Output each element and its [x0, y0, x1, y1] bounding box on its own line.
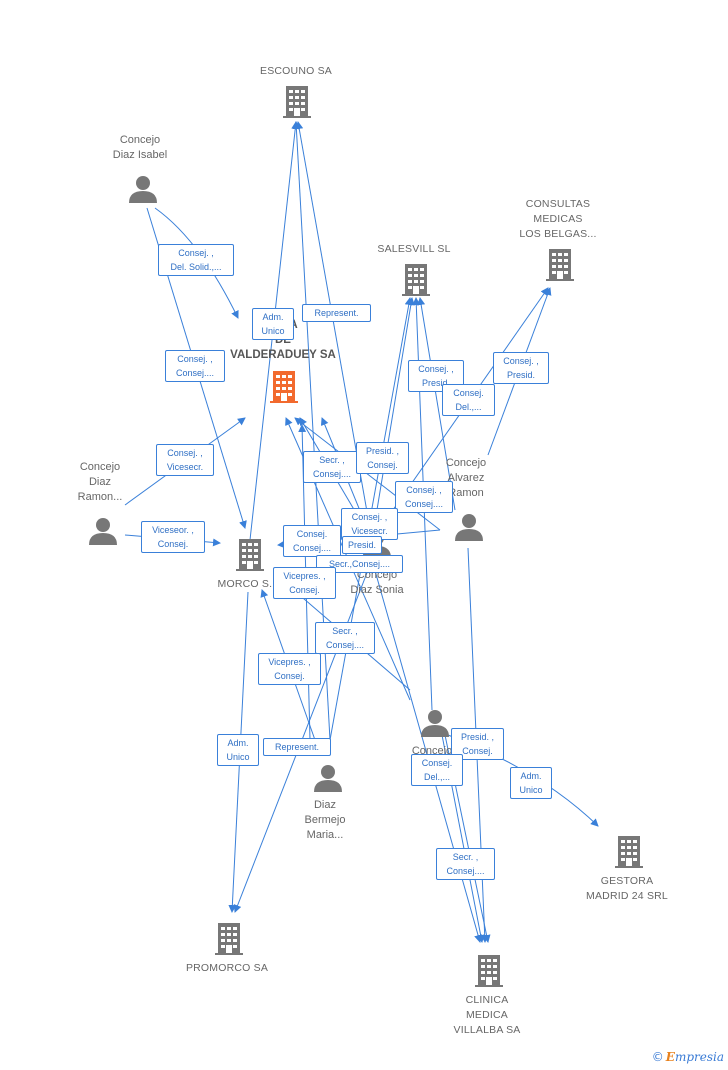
building-icon-focus[interactable] — [270, 371, 298, 403]
edge-label-d2-secr[interactable]: Secr. , Consej.... — [315, 622, 375, 654]
node-label-isabel[interactable]: Concejo Diaz Isabel — [112, 134, 168, 161]
edge-label-isabel-focus[interactable]: Consej. , Del. Solid.,... — [158, 244, 234, 276]
building-icon-consultas[interactable] — [546, 249, 574, 281]
brand-footer[interactable]: ©Empresia — [652, 1050, 724, 1064]
person-icon-ramon[interactable] — [89, 518, 117, 545]
edge-label-bermejo-vicepres[interactable]: Vicepres. , Consej. — [258, 653, 321, 685]
building-icon-salesvill[interactable] — [402, 264, 430, 296]
building-icon-clinica[interactable] — [475, 955, 503, 987]
node-label-promorco[interactable]: PROMORCO SA — [185, 962, 269, 974]
building-icon-escouno[interactable] — [283, 86, 311, 118]
node-label-salesvill[interactable]: SALESVILL SL — [377, 243, 451, 255]
edge-label-consultas-presid[interactable]: Consej. , Presid. — [493, 352, 549, 384]
node-label-consultas[interactable]: CONSULTAS MEDICAS LOS BELGAS... — [519, 198, 597, 240]
person-icon-bermejo[interactable] — [314, 765, 342, 792]
person-icon-isabel[interactable] — [129, 176, 157, 203]
node-label-alvarez[interactable]: Concejo Alvarez Ramon — [445, 457, 487, 499]
brand-initial: E — [665, 1050, 675, 1064]
person-icon-alvarez[interactable] — [455, 514, 483, 541]
edge-label-promorco-adm[interactable]: Adm. Unico — [217, 734, 259, 766]
edge-label-morco-consej[interactable]: Consej. Consej.... — [283, 525, 341, 557]
edge-label-salesvill-del[interactable]: Consej. Del.,... — [442, 384, 495, 416]
edge-label-gestora-adm[interactable]: Adm. Unico — [510, 767, 552, 799]
edge-label-represent-escouno[interactable]: Represent. — [302, 304, 371, 322]
node-label-ramon[interactable]: Concejo Diaz Ramon... — [77, 461, 123, 503]
edge-label-sonia-focus-presid[interactable]: Presid. , Consej. — [356, 442, 409, 474]
person-icon-d2[interactable] — [421, 710, 449, 737]
building-icon-promorco[interactable] — [215, 923, 243, 955]
edge-label-morco-vicepres[interactable]: Vicepres. , Consej. — [273, 567, 336, 599]
node-label-escouno[interactable]: ESCOUNO SA — [259, 65, 333, 77]
edge-label-clinica-secr[interactable]: Secr. , Consej.... — [436, 848, 495, 880]
edge-label-morco-escouno[interactable]: Adm. Unico — [252, 308, 294, 340]
edge-label-sonia-vicesecr[interactable]: Consej. , Vicesecr. — [341, 508, 398, 540]
brand-name: mpresia — [674, 1050, 724, 1064]
edge-label-alvarez-consej[interactable]: Consej. , Consej.... — [395, 481, 453, 513]
building-icon-gestora[interactable] — [615, 836, 643, 868]
edge-label-bermejo-represent[interactable]: Represent. — [263, 738, 331, 756]
copyright-symbol: © — [651, 1050, 664, 1064]
node-label-morco[interactable]: MORCO S... — [217, 578, 279, 590]
edge-label-isabel-morco[interactable]: Consej. , Consej.... — [165, 350, 225, 382]
edge-label-ramon-morco[interactable]: Viceseor. , Consej. — [141, 521, 205, 553]
node-label-clinica[interactable]: CLINICA MEDICA VILLALBA SA — [453, 994, 521, 1036]
node-label-bermejo[interactable]: Diaz Bermejo Maria... — [304, 799, 346, 841]
node-label-gestora[interactable]: GESTORA MADRID 24 SRL — [586, 875, 668, 902]
edge-label-clinica-del[interactable]: Consej. Del.,... — [411, 754, 463, 786]
edge-label-sonia-focus-secr[interactable]: Secr. , Consej.... — [303, 451, 361, 483]
edge-label-ramon-focus[interactable]: Consej. , Vicesecr. — [156, 444, 214, 476]
edge-label-secr-consej[interactable]: Secr.,Consej.... — [316, 555, 403, 573]
edge-label-presid[interactable]: Presid. — [342, 536, 382, 554]
building-icon-morco[interactable] — [236, 539, 264, 571]
